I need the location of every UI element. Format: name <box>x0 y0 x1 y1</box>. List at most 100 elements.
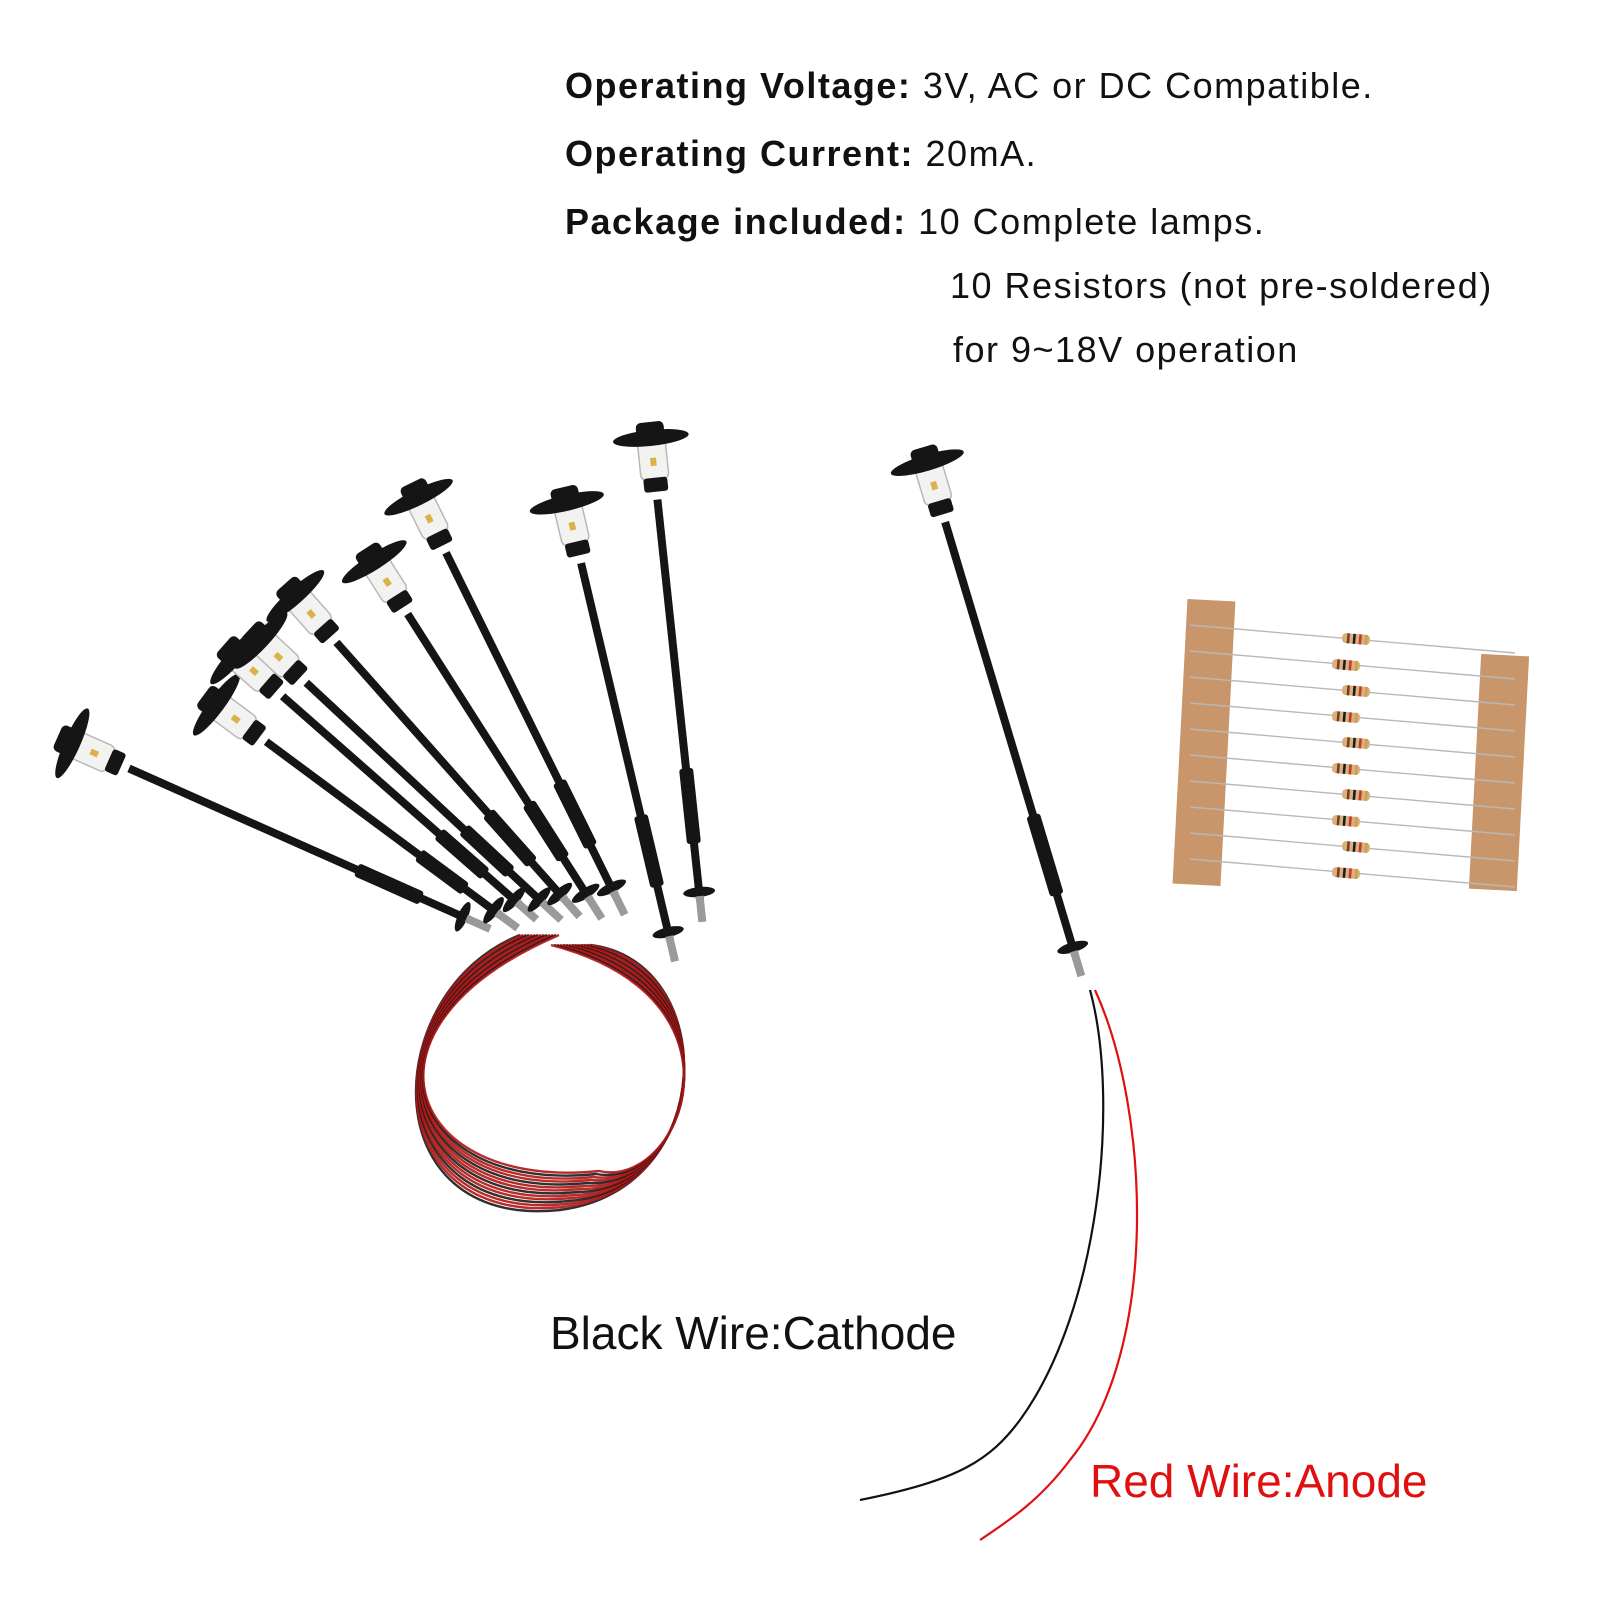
lamp-pole <box>279 693 523 909</box>
resistor-band <box>1358 842 1362 853</box>
lamp-5 <box>266 570 583 920</box>
lamp-shade <box>192 673 240 736</box>
lamp-collar <box>426 528 453 550</box>
lamp-6 <box>341 540 606 921</box>
resistor-6 <box>1189 754 1516 784</box>
tape-left <box>1172 598 1236 887</box>
resistor-band <box>1354 712 1358 723</box>
lamp-sleeve <box>435 829 489 879</box>
lamp-collar <box>314 619 339 644</box>
resistor-band <box>1346 789 1350 800</box>
lamp-pin <box>464 914 492 933</box>
lamp-pin <box>665 935 679 963</box>
lamp-base <box>454 901 471 932</box>
resistor-band <box>1336 763 1340 774</box>
lamp-cap <box>241 621 269 649</box>
lamp-1 <box>53 708 492 933</box>
lamp-3 <box>210 626 540 923</box>
lamp-collar <box>242 720 266 746</box>
resistor-band <box>1336 711 1340 722</box>
resistor-band <box>1346 685 1350 696</box>
single-lamp <box>859 444 1139 1541</box>
lamp-cap <box>355 542 385 568</box>
caption-black-wire: Black Wire:Cathode <box>550 1307 957 1359</box>
resistor-7 <box>1189 780 1516 810</box>
lamp-cap <box>216 636 244 664</box>
resistor-band <box>1352 841 1356 852</box>
lamp-cap <box>197 685 223 715</box>
black-wire <box>859 989 1105 1502</box>
lamp-pin <box>695 895 707 923</box>
resistor-band <box>1358 686 1362 697</box>
resistor-band <box>1342 659 1346 670</box>
resistor-band <box>1348 660 1352 671</box>
resistor-band <box>1346 841 1350 852</box>
resistor-band <box>1336 867 1340 878</box>
lamp-sleeve <box>483 809 537 867</box>
lamp-led <box>424 513 434 524</box>
resistor-band <box>1346 737 1350 748</box>
resistor-band <box>1342 867 1346 878</box>
lamp-sleeve <box>553 779 597 849</box>
resistor-band <box>1364 842 1368 853</box>
lamp-base <box>652 926 684 939</box>
lamp-sleeve <box>634 814 664 888</box>
lamp-base <box>1057 940 1089 954</box>
resistor-2 <box>1189 650 1516 680</box>
lamp-pin <box>584 894 606 921</box>
lamp-pin <box>494 909 521 932</box>
resistor-band <box>1348 816 1352 827</box>
lamp-cap <box>53 725 77 755</box>
lamp-led <box>930 480 939 491</box>
resistor-5 <box>1189 728 1516 758</box>
lamp-sleeve <box>354 864 424 904</box>
resistor-band <box>1358 634 1362 645</box>
resistor-band <box>1348 764 1352 775</box>
lamp-led <box>306 608 317 619</box>
resistor-band <box>1364 790 1368 801</box>
lamp-collar <box>259 673 284 699</box>
tape-right <box>1468 653 1530 892</box>
resistor-strip <box>1172 598 1530 892</box>
lamp-shade <box>529 491 604 515</box>
spec-package-line-3: for 9~18V operation <box>953 329 1299 370</box>
resistor-3 <box>1189 676 1516 706</box>
lamp-sleeve <box>415 850 469 894</box>
lamp-base <box>483 897 504 924</box>
lamp-led <box>382 576 392 587</box>
resistor-band <box>1348 868 1352 879</box>
lamp-base <box>596 879 626 897</box>
resistor-band <box>1358 738 1362 749</box>
resistor-band <box>1336 815 1340 826</box>
resistor-band <box>1354 816 1358 827</box>
resistor-band <box>1336 659 1340 670</box>
wire-coil <box>414 933 686 1213</box>
coil-wire <box>422 933 686 1174</box>
lamp-collar <box>283 660 308 685</box>
spec-package-label: Package included: <box>565 201 907 242</box>
resistor-band <box>1346 633 1350 644</box>
lamp-sleeve <box>460 825 514 877</box>
spec-package-line-1: 10 Complete lamps. <box>918 201 1266 242</box>
lamp-sleeve <box>523 800 569 862</box>
spec-current-label: Operating Current: <box>565 133 915 174</box>
lamp-pin <box>1070 950 1086 978</box>
lamp-cap <box>400 478 430 502</box>
lamp-led <box>89 748 100 758</box>
resistor-band <box>1364 634 1368 645</box>
resistor-band <box>1342 711 1346 722</box>
lamp-led <box>249 666 260 677</box>
lamp-led <box>568 521 577 531</box>
resistor-1 <box>1189 624 1516 654</box>
lamp-sleeve <box>1027 813 1063 897</box>
spec-current-value: 20mA. <box>925 133 1038 174</box>
lamp-9 <box>613 421 716 923</box>
lamp-cap <box>635 421 665 439</box>
lamp-base <box>571 883 600 903</box>
lamp-pin <box>539 899 564 923</box>
lamp-pin <box>609 889 629 917</box>
resistor-band <box>1364 738 1368 749</box>
lamp-4 <box>234 612 564 923</box>
lamp-shade <box>266 570 325 622</box>
resistor-band <box>1352 685 1356 696</box>
